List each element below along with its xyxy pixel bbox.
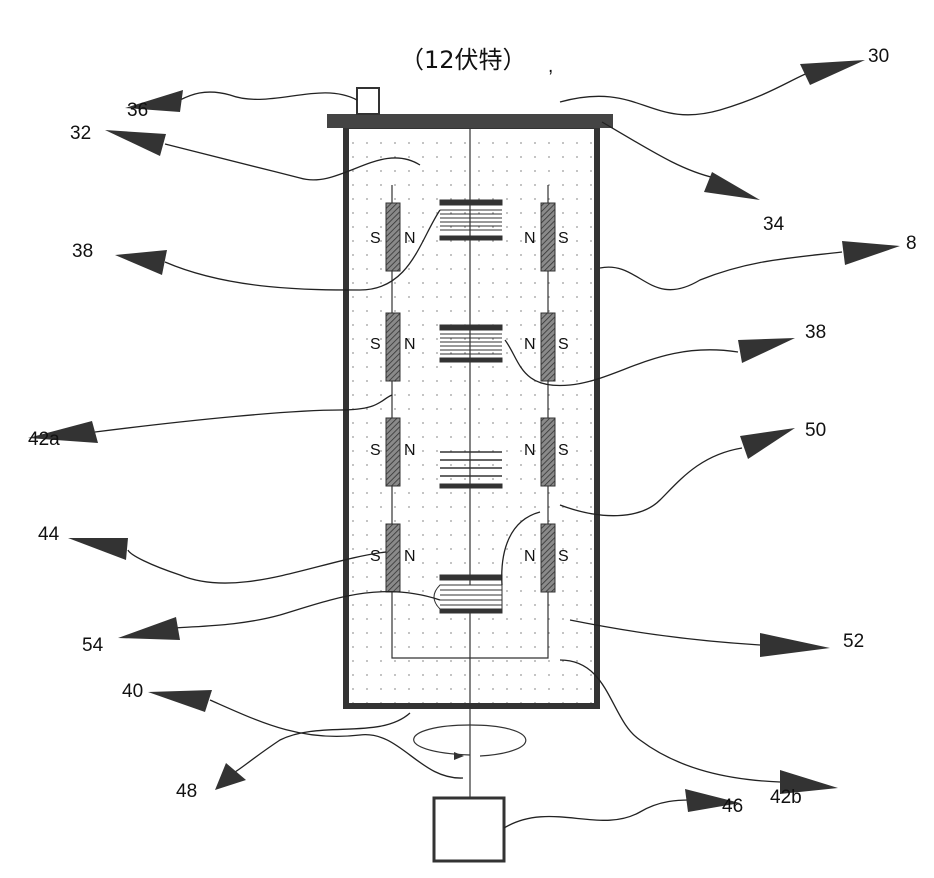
label-44: 44 <box>38 524 60 545</box>
label-32: 32 <box>70 123 91 144</box>
label-46: 46 <box>722 796 743 817</box>
label-36: 36 <box>127 100 148 121</box>
label-42a: 42a <box>28 429 60 450</box>
lid <box>327 114 613 128</box>
label-50: 50 <box>805 420 826 441</box>
svg-text:N: N <box>524 442 536 459</box>
svg-text:S: S <box>370 336 381 353</box>
label-30: 30 <box>868 46 889 67</box>
label-52: 52 <box>843 631 864 652</box>
svg-text:N: N <box>524 230 536 247</box>
svg-text:S: S <box>558 336 569 353</box>
svg-text:N: N <box>404 336 416 353</box>
svg-text:N: N <box>404 442 416 459</box>
label-48: 48 <box>176 781 197 802</box>
svg-text:N: N <box>404 230 416 247</box>
svg-text:S: S <box>370 442 381 459</box>
svg-text:S: S <box>370 548 381 565</box>
label-34: 34 <box>763 214 785 235</box>
label-38-right: 38 <box>805 322 826 343</box>
svg-text:N: N <box>404 548 416 565</box>
svg-text:N: N <box>524 336 536 353</box>
svg-text:S: S <box>370 230 381 247</box>
title-comma: , <box>548 56 553 77</box>
label-38-left: 38 <box>72 241 93 262</box>
svg-text:N: N <box>524 548 536 565</box>
terminal <box>357 88 379 114</box>
motor <box>434 798 504 861</box>
voltage-title: （12伏特） <box>400 46 527 74</box>
label-40: 40 <box>122 681 143 702</box>
svg-text:S: S <box>558 442 569 459</box>
label-8: 8 <box>906 233 917 254</box>
label-54: 54 <box>82 635 104 656</box>
svg-text:S: S <box>558 230 569 247</box>
svg-text:S: S <box>558 548 569 565</box>
label-42b: 42b <box>770 787 802 808</box>
